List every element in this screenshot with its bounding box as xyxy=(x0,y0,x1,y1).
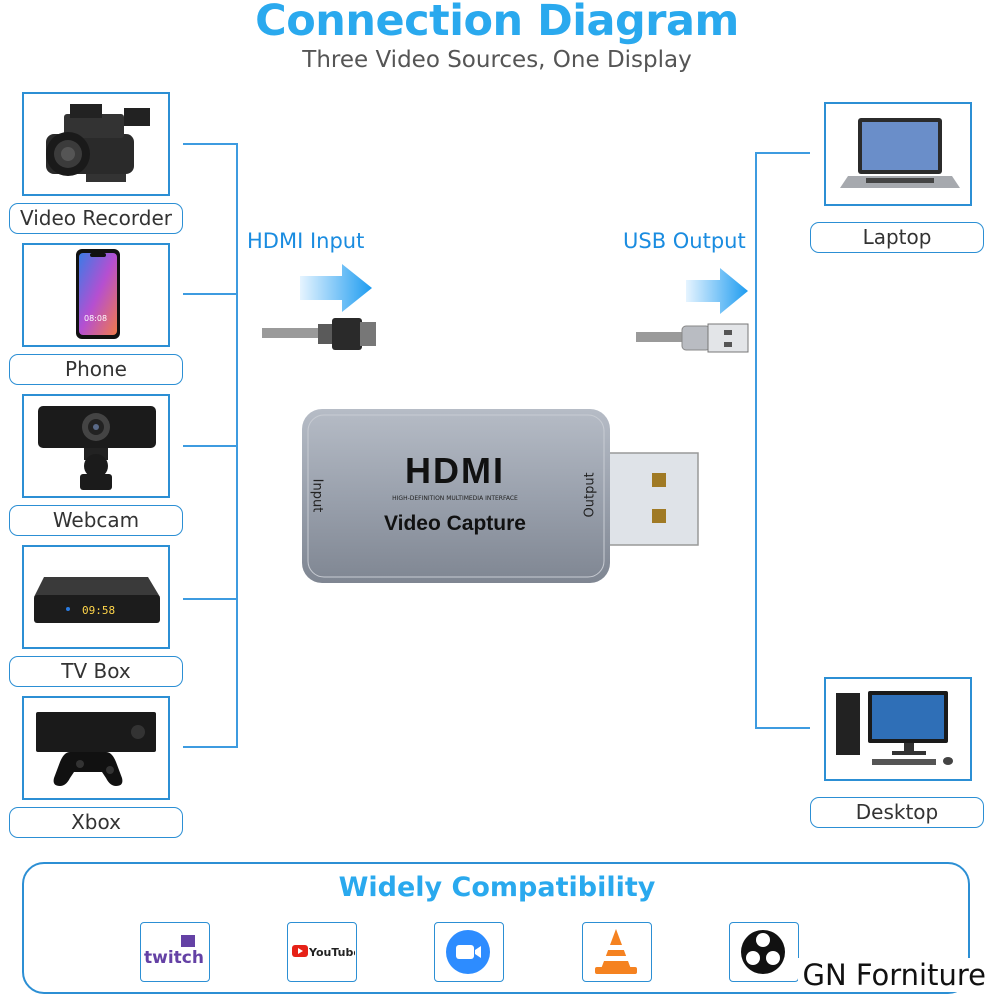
twitch-icon: twitch xyxy=(144,929,204,974)
vlc-icon xyxy=(595,929,637,974)
youtube-logo-text: YouTube xyxy=(308,946,355,959)
phone-screen-time: 08:08 xyxy=(84,314,107,323)
connector-line xyxy=(183,143,237,145)
connector-bus-right xyxy=(755,152,757,729)
xbox-icon xyxy=(36,712,156,786)
video-recorder-image-box xyxy=(22,92,170,196)
tv-box-icon: 09:58 xyxy=(34,577,160,623)
connector-line xyxy=(755,152,810,154)
video-recorder-icon xyxy=(46,104,150,182)
right-arrow-icon xyxy=(300,264,372,312)
desktop-image-box xyxy=(824,677,972,781)
right-arrow-icon xyxy=(686,268,748,314)
tv-box-display-time: 09:58 xyxy=(82,604,115,617)
tv-box-image-box: 09:58 xyxy=(22,545,170,649)
source-label-tv-box: TV Box xyxy=(9,656,183,687)
laptop-icon xyxy=(840,118,960,188)
youtube-app: YouTube xyxy=(287,922,361,982)
xbox-image-box xyxy=(22,696,170,800)
twitch-logo-text: twitch xyxy=(144,948,204,968)
connector-line xyxy=(183,445,237,447)
device-output-side: Output xyxy=(582,472,598,518)
page-subtitle: Three Video Sources, One Display xyxy=(302,47,692,73)
youtube-icon: YouTube xyxy=(292,945,361,959)
page-title: Connection Diagram xyxy=(255,0,739,46)
webcam-image-box xyxy=(22,394,170,498)
connector-line xyxy=(183,293,237,295)
usb-output-label: USB Output xyxy=(623,229,746,253)
obs-icon xyxy=(741,930,785,974)
watermark: GN Forniture xyxy=(798,958,990,992)
laptop-image-box xyxy=(824,102,972,206)
obs-app xyxy=(729,922,799,982)
source-label-video-recorder: Video Recorder xyxy=(9,203,183,234)
output-label-laptop: Laptop xyxy=(810,222,984,253)
source-label-webcam: Webcam xyxy=(9,505,183,536)
source-label-phone: Phone xyxy=(9,354,183,385)
zoom-icon xyxy=(446,930,490,974)
source-label-xbox: Xbox xyxy=(9,807,183,838)
hdmi-input-label: HDMI Input xyxy=(247,229,365,253)
connector-bus-left xyxy=(236,143,238,748)
phone-icon: 08:08 xyxy=(76,249,120,339)
vlc-app xyxy=(582,922,652,982)
twitch-app: twitch xyxy=(140,922,210,982)
hdmi-capture-device xyxy=(302,409,699,583)
hdmi-plug-icon xyxy=(262,318,376,350)
phone-image-box: 08:08 xyxy=(22,243,170,347)
connector-line xyxy=(755,727,810,729)
device-brand: HDMI xyxy=(405,450,505,491)
webcam-icon xyxy=(38,406,156,490)
device-tagline: HIGH-DEFINITION MULTIMEDIA INTERFACE xyxy=(392,495,518,502)
connector-line xyxy=(183,746,237,748)
usb-plug-icon xyxy=(636,323,749,353)
compatibility-title: Widely Compatibility xyxy=(338,872,656,903)
device-input-side: Input xyxy=(309,478,325,513)
compatibility-panel xyxy=(22,862,970,994)
connector-line xyxy=(183,598,237,600)
output-label-desktop: Desktop xyxy=(810,797,984,828)
device-name: Video Capture xyxy=(384,512,526,535)
desktop-icon xyxy=(836,691,953,765)
zoom-app xyxy=(434,922,504,982)
